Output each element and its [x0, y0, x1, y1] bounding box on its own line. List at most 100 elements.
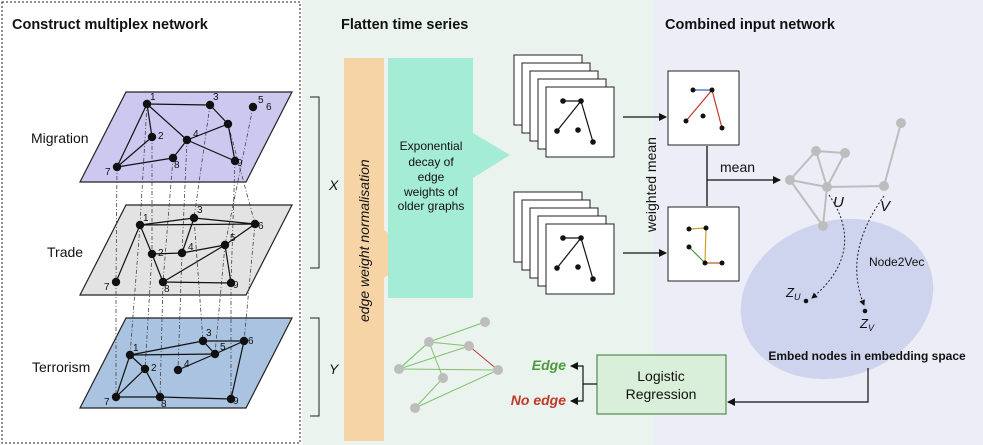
decay-text-1: Exponential	[400, 139, 463, 153]
layer-node	[168, 153, 178, 163]
layer-edge	[116, 157, 174, 168]
layer-node	[111, 392, 121, 402]
snapshot-node	[590, 276, 596, 282]
layer-edge	[151, 252, 183, 255]
layer-edge	[115, 354, 131, 398]
interlayer-link	[227, 123, 256, 225]
arrow-no-edge	[570, 384, 584, 405]
interlayer-link	[129, 224, 141, 356]
layer-node	[158, 277, 168, 287]
mean-graph-bottom-content	[686, 225, 725, 266]
layer-node	[198, 336, 208, 346]
node-v-label: V	[880, 198, 892, 215]
layer-edge	[186, 139, 236, 162]
arrow-edge	[570, 362, 597, 385]
layer-node	[248, 102, 258, 112]
net-node	[896, 118, 906, 128]
interlayer-link	[243, 223, 256, 342]
decay-text-3: edge	[418, 170, 445, 184]
layer-node	[220, 240, 230, 250]
interlayer-link	[193, 217, 204, 342]
snapshot-node	[560, 98, 566, 104]
layer-label-terrorism: Terrorism	[32, 359, 90, 375]
snapshot-node	[590, 139, 596, 145]
bracket-x	[310, 96, 320, 269]
layer-node	[111, 277, 121, 287]
node-number: 1	[150, 92, 156, 103]
layer-edge	[139, 224, 153, 255]
layer-node	[125, 350, 135, 360]
layer-edge	[159, 396, 232, 400]
layer-edge	[116, 103, 148, 168]
graph-stack-top	[513, 54, 615, 158]
layer-node	[250, 219, 260, 229]
zv-label: ZV	[859, 316, 875, 333]
node-number: 9	[233, 396, 239, 407]
middle-panel-title: Flatten time series	[341, 17, 468, 33]
layer-node	[223, 119, 233, 129]
layer-edge	[115, 368, 146, 398]
layer-node	[230, 156, 240, 166]
layer-node	[177, 248, 187, 258]
embed-caption: Embed nodes in embedding space	[768, 349, 966, 363]
layer-plane-trade	[79, 204, 293, 296]
node-number: 4	[193, 129, 199, 140]
normalisation-bar	[344, 58, 416, 441]
layer-node	[140, 364, 150, 374]
layer-node	[135, 220, 145, 230]
layer-node	[182, 135, 192, 145]
layer-node	[226, 278, 236, 288]
layer-edge	[162, 244, 226, 283]
layer-node	[142, 99, 152, 109]
net-node	[811, 146, 821, 156]
edge-label: Edge	[532, 357, 566, 373]
layer-edge	[129, 353, 216, 356]
layer-node	[147, 132, 157, 142]
node-number: 8	[161, 399, 167, 410]
node-number: 5	[220, 342, 226, 353]
interlayer-link	[162, 157, 174, 283]
layer-edge	[224, 223, 256, 246]
zu-label: ZU	[785, 285, 801, 302]
weighted-mean-label: weighted mean	[643, 137, 659, 233]
bracket-x-label: X	[328, 177, 339, 193]
layer-edge	[230, 340, 245, 400]
node-number: 7	[104, 397, 110, 408]
layer-node	[189, 213, 199, 223]
snapshot-node	[578, 235, 584, 241]
mean-graph-top	[667, 70, 740, 146]
node-number: 1	[143, 213, 149, 224]
net-node	[840, 148, 850, 158]
layer-label-migration: Migration	[31, 130, 89, 146]
node-number: 6	[266, 102, 272, 113]
layer-edge	[139, 217, 195, 226]
layer-edge	[146, 103, 211, 106]
bracket-y-label: Y	[329, 361, 340, 377]
snapshot-node	[554, 265, 560, 271]
layer-edge	[151, 253, 164, 283]
zu-point	[803, 298, 809, 304]
classifier-line-2: Regression	[626, 386, 697, 402]
interlayer-link	[230, 160, 236, 284]
left-panel-title: Construct multiplex network	[12, 17, 209, 33]
embedding-space	[740, 218, 934, 380]
node-number: 2	[158, 248, 164, 259]
node-number: 9	[233, 280, 239, 291]
layer-label-trade: Trade	[47, 244, 83, 260]
node-v	[879, 181, 889, 191]
interlayer-link	[181, 139, 188, 254]
node-u-label: U	[833, 194, 844, 211]
layer-edge	[144, 368, 161, 398]
layer-edge	[209, 104, 229, 125]
snapshot-node	[554, 128, 560, 134]
layer-edge	[162, 281, 232, 284]
node-number: 8	[174, 160, 180, 171]
node-number: 4	[188, 242, 194, 253]
interlayer-link	[193, 104, 211, 219]
node-number: 6	[258, 221, 264, 232]
layer-edge	[224, 244, 232, 284]
net-node	[818, 221, 828, 231]
layer-edge	[227, 123, 236, 162]
node-number: 1	[133, 343, 139, 354]
